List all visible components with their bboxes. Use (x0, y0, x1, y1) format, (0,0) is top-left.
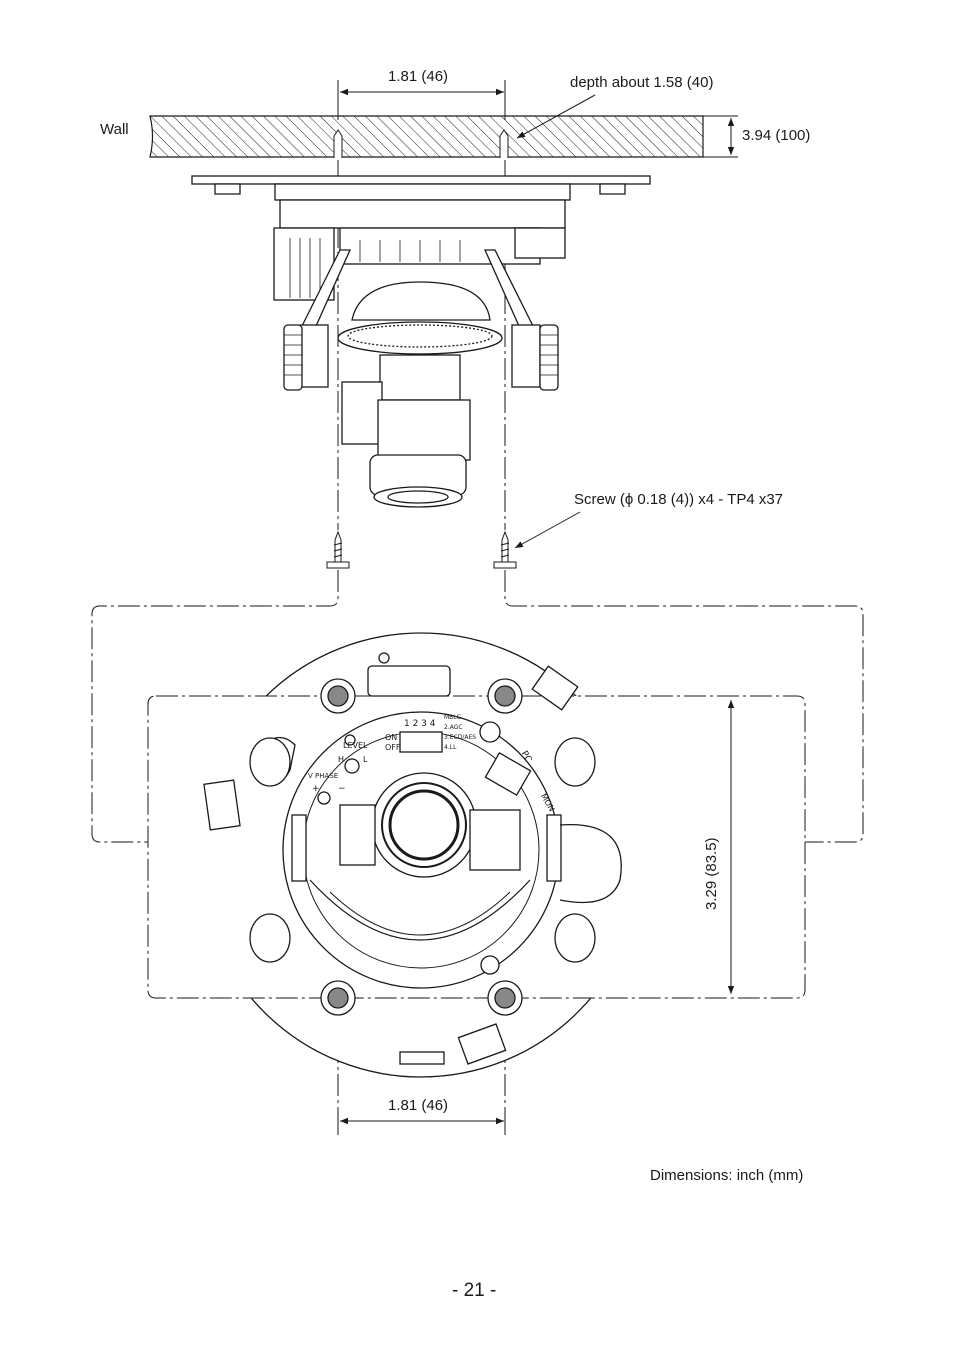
screw-leader (514, 511, 581, 549)
vphase-label: V PHASE (308, 772, 339, 780)
vertical-spacing-label: 3.29 (83.5) (703, 837, 720, 910)
switch-function-2: 2.AGC (444, 724, 463, 731)
level-h-label: H (338, 755, 345, 764)
level-l-label: L (363, 755, 368, 764)
bottom-width-label: 1.81 (46) (388, 1097, 449, 1114)
vphase-plus: + (312, 784, 320, 794)
camera-side-view (191, 175, 651, 508)
wall-thickness-label: 3.94 (100) (742, 127, 811, 144)
depth-label: depth about 1.58 (40) (570, 74, 714, 91)
wall-section (149, 115, 738, 158)
switch-numbers: 1 2 3 4 (404, 719, 436, 729)
units-label: Dimensions: inch (mm) (650, 1167, 804, 1184)
top-width-dimension (337, 80, 506, 120)
depth-leader (516, 94, 596, 139)
switch-function-1: MBLC (444, 714, 461, 721)
switch-on-label: ON (385, 733, 398, 742)
vphase-minus: − (338, 784, 346, 794)
page-number: - 21 - (452, 1280, 497, 1301)
switch-function-4: 4.LL (444, 744, 457, 751)
top-width-label: 1.81 (46) (388, 68, 449, 85)
screw-label: Screw (ϕ 0.18 (4)) x4 - TP4 x37 (574, 491, 784, 508)
bottom-width-dimension (337, 1110, 506, 1135)
switch-function-3: 3.ECD/AES (444, 734, 477, 741)
switch-off-label: OFF (385, 743, 401, 752)
level-label: LEVEL (343, 741, 368, 750)
wall-label: Wall (100, 121, 129, 138)
camera-bottom-view (147, 632, 806, 1078)
screw-right-icon (493, 530, 517, 569)
screw-left-icon (326, 530, 350, 569)
